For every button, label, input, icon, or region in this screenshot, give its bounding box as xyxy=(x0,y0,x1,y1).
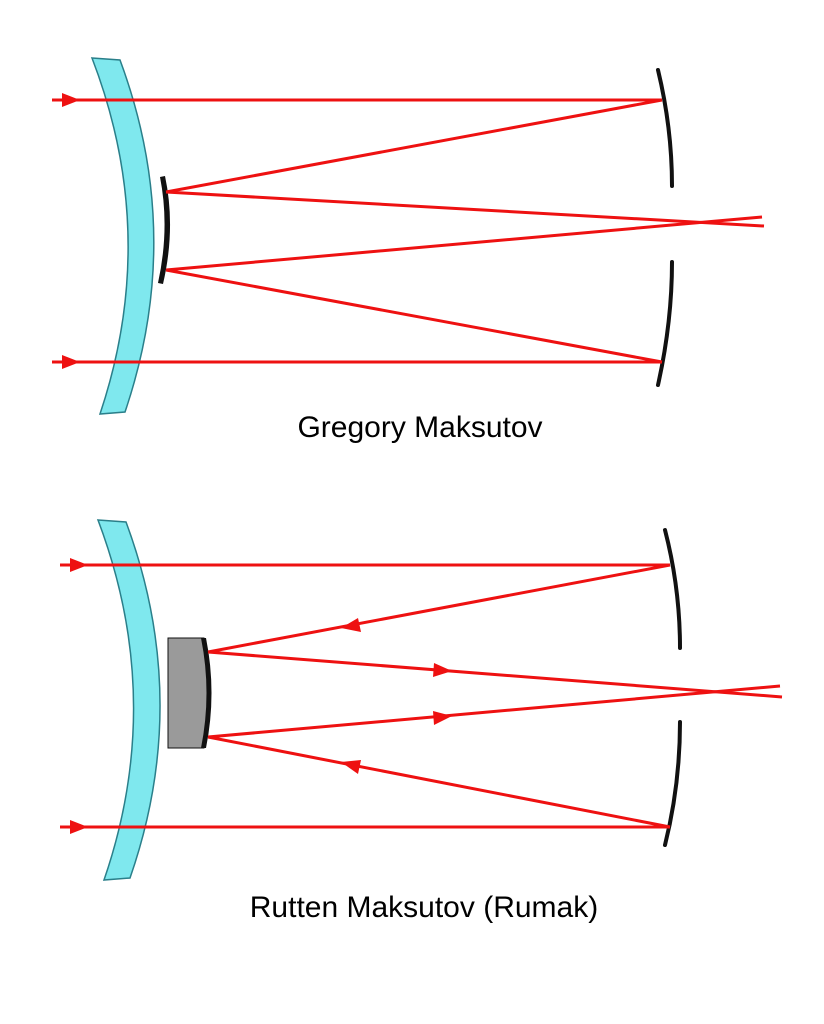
secondary-mirror-surface xyxy=(201,638,212,748)
arrowhead-reflect-upper xyxy=(341,618,361,632)
rumak-diagram: Rutten Maksutov (Rumak) xyxy=(60,519,783,924)
ray-converge-upper xyxy=(165,190,765,228)
ray-reflect-upper xyxy=(165,98,663,194)
arrowhead-reflect-lower xyxy=(341,760,361,774)
ray-reflect-lower xyxy=(207,735,671,829)
corrector-lens xyxy=(90,57,155,415)
ray-converge-lower xyxy=(207,684,781,739)
arrowhead-lower-in xyxy=(62,355,80,369)
arrowhead-upper-in xyxy=(62,93,80,107)
arrowhead-lower-in xyxy=(70,820,88,834)
arrowhead-converge-lower xyxy=(433,711,452,725)
ray-converge-lower xyxy=(165,215,763,272)
arrowhead-upper-in xyxy=(70,558,88,572)
arrowhead-converge-upper xyxy=(433,663,452,677)
primary-mirror-lower xyxy=(656,260,674,387)
primary-mirror-upper xyxy=(663,528,682,650)
secondary-mirror-block xyxy=(167,637,210,749)
gregory-maksutov-diagram: Gregory Maksutov xyxy=(52,57,765,444)
ray-converge-upper xyxy=(207,650,783,699)
ray-reflect-upper xyxy=(207,563,671,654)
ray-reflect-lower xyxy=(165,268,663,364)
primary-mirror-upper xyxy=(656,68,674,188)
caption-gregory-maksutov: Gregory Maksutov xyxy=(297,411,542,444)
corrector-lens xyxy=(96,519,161,881)
caption-rumak: Rutten Maksutov (Rumak) xyxy=(250,891,598,924)
primary-mirror-lower xyxy=(663,720,682,847)
secondary-mirror-spot xyxy=(158,176,171,284)
